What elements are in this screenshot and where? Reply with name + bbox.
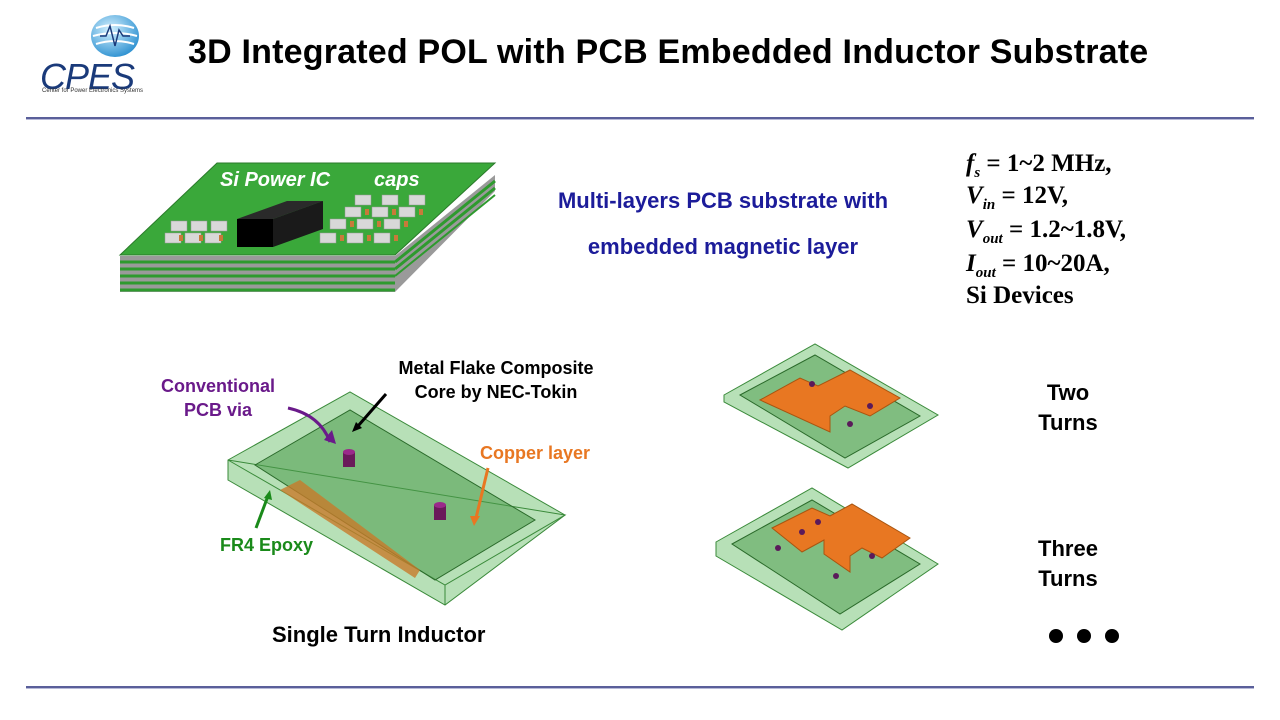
two-turn-inductor-diagram [723,343,939,469]
via-label: Conventional PCB via [160,376,275,420]
core-arrow [356,393,388,427]
spec-vout: Vout = 1.2~1.8V, [966,216,1127,247]
bottom-divider [26,686,1254,689]
pcb-via-2 [434,502,446,520]
logo-subtitle: Center for Power Electronics Systems [42,88,144,94]
logo-text: CPES [40,56,135,97]
spec-iout: Iout = 10~20A, [966,250,1110,281]
spec-devices: Si Devices [966,282,1074,309]
cpes-logo [40,14,170,98]
capacitor-terminals [179,209,423,241]
three-turns-label: Three Turns [1038,536,1098,591]
logo-globe-icon [91,15,139,57]
copper-trace-two-turns [758,369,901,433]
two-turns-label: Two Turns [1038,380,1098,435]
capacitor-array [164,194,426,244]
copper-trace-three-turns [771,503,911,573]
copper-label: Copper layer [480,443,591,463]
copper-trace [280,480,420,578]
ellipsis-dot-1 [1049,629,1063,643]
core-label: Metal Flake Composite Core by NEC-Tokin [398,358,594,402]
spec-fs: fs = 1~2 MHz, [966,150,1112,181]
spec-vin: Vin = 12V, [966,182,1069,213]
ic-label: Si Power IC [220,169,331,191]
pcb-board-illustration: Si Power IC caps [118,162,497,292]
single-turn-inductor-diagram [227,391,567,606]
copper-arrow [474,467,490,519]
caps-label: caps [374,169,420,191]
description-line-1: Multi-layers PCB substrate with [557,188,889,213]
description-line-2: embedded magnetic layer [587,234,859,259]
board-layers [120,175,496,292]
ellipsis-dot-3 [1105,629,1119,643]
fr4-label: FR4 Epoxy [220,535,314,555]
pcb-via-1 [343,449,355,467]
top-divider [26,117,1254,120]
page-title: 3D Integrated POL with PCB Embedded Indu… [188,33,1149,71]
fr4-arrow [254,495,270,529]
three-turn-inductor-diagram [715,487,939,631]
ic-chip [237,201,323,247]
single-turn-caption: Single Turn Inductor [272,622,486,647]
ellipsis-dot-2 [1077,629,1091,643]
